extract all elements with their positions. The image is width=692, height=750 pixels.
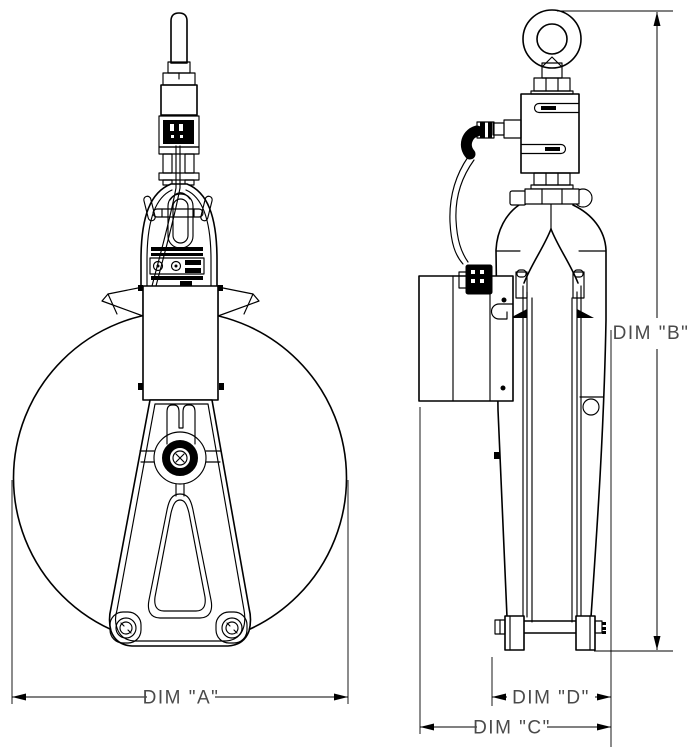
foot-left bbox=[504, 615, 525, 651]
feet-assembly bbox=[494, 615, 606, 651]
junction-box bbox=[418, 275, 514, 402]
front-view bbox=[12, 12, 348, 647]
base-bolt-left bbox=[115, 617, 137, 639]
link-clevis bbox=[158, 146, 200, 186]
bolt-pocket-right bbox=[215, 611, 248, 644]
axle-bolt-right bbox=[594, 620, 606, 634]
leg-hole bbox=[579, 396, 604, 416]
guard-dome bbox=[140, 183, 218, 293]
reel-edge bbox=[531, 297, 573, 623]
a-frame-bracket bbox=[108, 399, 252, 647]
dome-slot-left bbox=[143, 195, 156, 222]
retainer-fork bbox=[166, 404, 196, 445]
eye-nut bbox=[533, 77, 571, 92]
bracket-cutout bbox=[147, 493, 213, 619]
dome-slot-right bbox=[200, 195, 213, 222]
swivel-top-link bbox=[160, 12, 198, 116]
side-wing-left bbox=[101, 286, 144, 317]
clevis-pin bbox=[152, 208, 204, 218]
dim-d-arrow-left bbox=[492, 693, 506, 701]
elbow-cable-connector bbox=[460, 119, 522, 160]
base-bolt-right bbox=[221, 617, 243, 639]
dimension-b: DIM "B" bbox=[557, 10, 690, 652]
electrical-connector bbox=[158, 115, 200, 148]
bolt-pocket-left bbox=[109, 611, 142, 644]
dimension-a: DIM "A" bbox=[11, 480, 349, 709]
dim-d-label: DIM "D" bbox=[512, 688, 590, 709]
s-type-load-cell bbox=[520, 77, 580, 190]
frame-legs bbox=[494, 203, 607, 623]
dim-b-extension-lines bbox=[557, 10, 673, 652]
dim-c-label: DIM "C" bbox=[473, 718, 551, 739]
dim-b-label: DIM "B" bbox=[613, 323, 690, 344]
side-view bbox=[418, 9, 607, 651]
dim-a-extension-lines bbox=[11, 480, 349, 704]
clevis-mount bbox=[509, 188, 593, 208]
dimension-d: DIM "D" bbox=[491, 657, 611, 709]
cable bbox=[449, 156, 475, 265]
foot-right bbox=[575, 615, 596, 651]
cable-plug bbox=[458, 264, 493, 295]
dim-c-arrow-right bbox=[597, 723, 611, 731]
side-wing-right bbox=[217, 286, 260, 317]
dim-c-arrow-left bbox=[420, 723, 434, 731]
dimension-c: DIM "C" bbox=[419, 330, 612, 747]
dim-d-arrow-right bbox=[597, 693, 611, 701]
center-hub bbox=[139, 431, 222, 497]
lower-nut bbox=[533, 172, 571, 186]
lifting-eye bbox=[522, 9, 582, 79]
keyhole-slot bbox=[491, 303, 514, 320]
dim-b-arrow-top bbox=[653, 12, 661, 26]
mast-column bbox=[138, 285, 224, 401]
dim-a-arrow-right bbox=[334, 693, 348, 701]
vent-panel bbox=[149, 247, 205, 286]
dim-c-extension-lines bbox=[419, 330, 612, 747]
axle bbox=[523, 620, 577, 634]
dim-a-arrow-left bbox=[12, 693, 26, 701]
dim-b-arrow-bottom bbox=[653, 636, 661, 650]
retainer-clip-right bbox=[572, 269, 594, 318]
axle-bolt-left bbox=[494, 619, 506, 635]
dim-a-label: DIM "A" bbox=[143, 688, 220, 709]
retainer-clip-left bbox=[510, 269, 528, 318]
